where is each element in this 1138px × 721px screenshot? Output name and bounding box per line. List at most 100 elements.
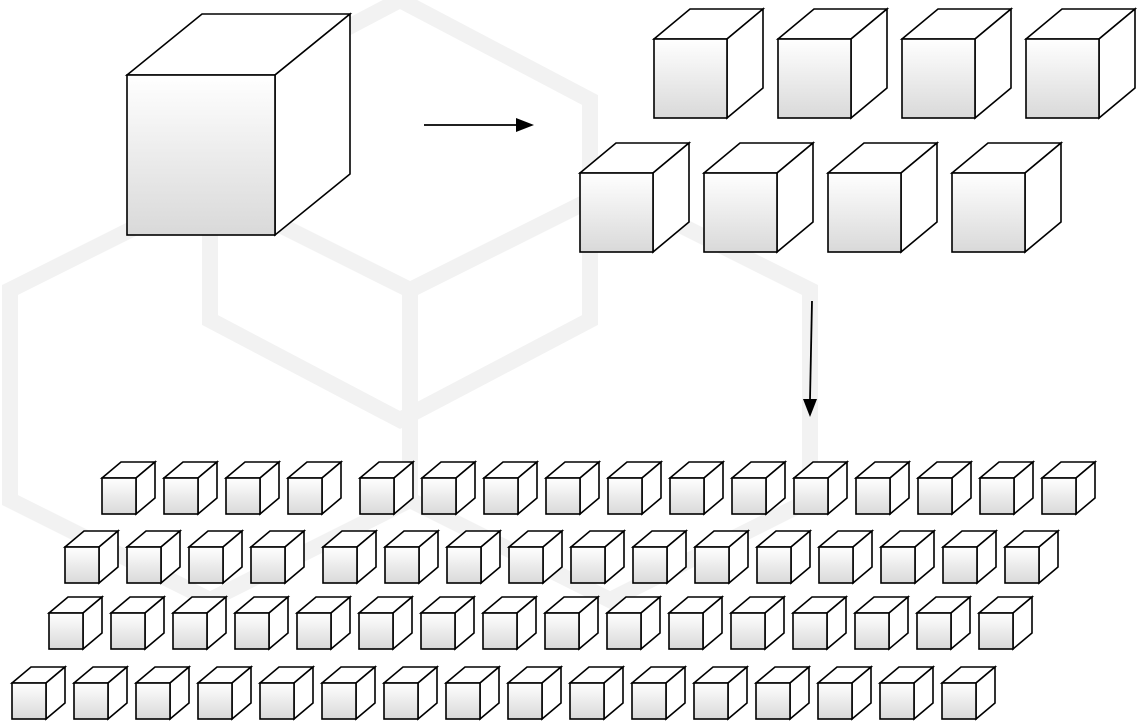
cube-front-face <box>793 477 829 515</box>
cube-front-face <box>234 612 270 650</box>
small-cube <box>568 529 627 585</box>
cube-front-face <box>163 477 199 515</box>
arrow-down <box>803 300 817 417</box>
cube-front-face <box>48 612 84 650</box>
cube-front-face <box>287 477 323 515</box>
small-cube <box>914 595 973 651</box>
cube-front-face <box>1004 546 1040 584</box>
cube-front-face <box>669 477 705 515</box>
small-cube <box>542 595 601 651</box>
medium-cube <box>1023 7 1138 120</box>
cube-front-face <box>632 546 668 584</box>
small-cube <box>381 665 440 721</box>
cube-front-face <box>755 682 791 720</box>
cube-front-face <box>855 477 891 515</box>
small-cube <box>940 529 999 585</box>
cube-front-face <box>259 682 295 720</box>
small-cube <box>419 460 478 516</box>
cube-front-face <box>126 74 276 236</box>
small-cube <box>791 460 850 516</box>
small-cube <box>248 529 307 585</box>
arrow-right <box>424 118 534 132</box>
small-cube <box>877 665 936 721</box>
large-cube-group <box>124 12 353 237</box>
medium-cube <box>577 141 692 254</box>
small-cube <box>816 529 875 585</box>
cube-front-face <box>544 612 580 650</box>
small-cube <box>852 595 911 651</box>
cube-front-face <box>101 477 137 515</box>
cube-front-face <box>978 612 1014 650</box>
small-cube <box>667 460 726 516</box>
cube-front-face <box>172 612 208 650</box>
small-cube <box>320 529 379 585</box>
cube-front-face <box>225 477 261 515</box>
cube-front-face <box>250 546 286 584</box>
small-cube <box>480 595 539 651</box>
small-cube <box>604 595 663 651</box>
small-cube <box>71 665 130 721</box>
small-cube <box>382 529 441 585</box>
cube-front-face <box>482 612 518 650</box>
cube-front-face <box>694 546 730 584</box>
small-cube <box>753 665 812 721</box>
small-cube <box>257 665 316 721</box>
cube-front-face <box>756 546 792 584</box>
small-cube <box>294 595 353 651</box>
cube-front-face <box>508 546 544 584</box>
cube-front-face <box>979 477 1015 515</box>
cube-front-face <box>321 682 357 720</box>
small-cube <box>124 529 183 585</box>
cube-front-face <box>569 682 605 720</box>
small-cube <box>506 529 565 585</box>
small-cube <box>62 529 121 585</box>
small-cube <box>630 529 689 585</box>
cube-front-face <box>197 682 233 720</box>
large-cube <box>124 12 353 237</box>
cube-front-face <box>73 682 109 720</box>
small-cube <box>567 665 626 721</box>
cube-front-face <box>110 612 146 650</box>
cube-front-face <box>827 172 902 253</box>
small-cube <box>543 460 602 516</box>
cube-front-face <box>607 477 643 515</box>
medium-cube <box>775 7 890 120</box>
small-cube <box>878 529 937 585</box>
small-cube <box>418 595 477 651</box>
cube-front-face <box>792 612 828 650</box>
cube-front-face <box>818 546 854 584</box>
cube-front-face <box>880 546 916 584</box>
small-cube <box>186 529 245 585</box>
cube-front-face <box>545 477 581 515</box>
cube-front-face <box>445 682 481 720</box>
cube-front-face <box>507 682 543 720</box>
cube-front-face <box>570 546 606 584</box>
cube-front-face <box>1041 477 1077 515</box>
cube-front-face <box>384 546 420 584</box>
cube-front-face <box>579 172 654 253</box>
cube-front-face <box>631 682 667 720</box>
cube-front-face <box>817 682 853 720</box>
small-cube <box>815 665 874 721</box>
small-cube <box>481 460 540 516</box>
cube-front-face <box>730 612 766 650</box>
small-cube <box>9 665 68 721</box>
cube-front-face <box>917 477 953 515</box>
small-cube <box>728 595 787 651</box>
small-cube <box>729 460 788 516</box>
small-cube <box>46 595 105 651</box>
cube-front-face <box>693 682 729 720</box>
cube-front-face <box>916 612 952 650</box>
small-cube <box>977 460 1036 516</box>
cube-front-face <box>383 682 419 720</box>
cube-front-face <box>941 682 977 720</box>
small-cube <box>356 595 415 651</box>
small-cube <box>232 595 291 651</box>
cube-front-face <box>296 612 332 650</box>
small-cube <box>666 595 725 651</box>
small-cube <box>170 595 229 651</box>
cube-front-face <box>135 682 171 720</box>
medium-cube <box>825 141 940 254</box>
cube-front-face <box>126 546 162 584</box>
cube-front-face <box>951 172 1026 253</box>
